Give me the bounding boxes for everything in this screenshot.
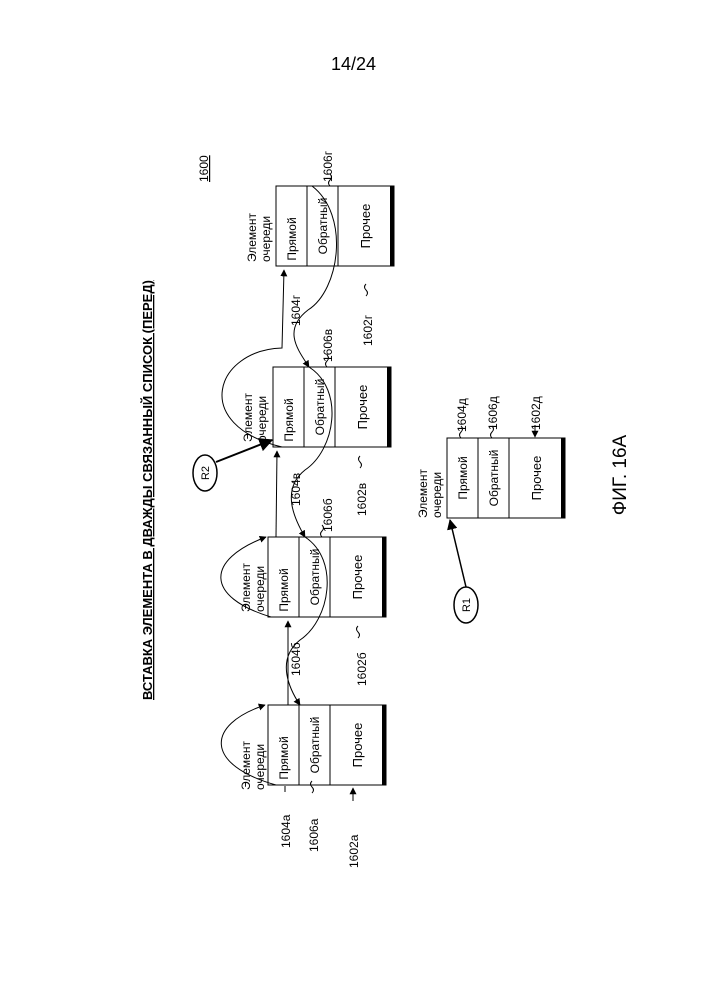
field-other: Прочее	[350, 555, 365, 600]
node-label-line2: очереди	[259, 216, 273, 262]
node-label-line2: очереди	[253, 744, 267, 790]
queue-node-d: Прямой Обратный Прочее Элемент очереди 1…	[416, 396, 565, 518]
field-forward: Прямой	[282, 398, 296, 441]
field-backward: Обратный	[313, 379, 327, 436]
pointer-r2-label: R2	[200, 466, 212, 480]
field-forward: Прямой	[277, 568, 291, 611]
diagram-reference: 1600	[197, 155, 211, 182]
node-label-line2: очереди	[253, 566, 267, 612]
field-other: Прочее	[358, 204, 373, 249]
node-label-line1: Элемент	[245, 213, 259, 262]
pointer-r2: R2	[193, 440, 272, 491]
ref-forward: 1604г	[289, 294, 303, 326]
field-forward: Прямой	[456, 456, 470, 499]
field-backward: Обратный	[308, 717, 322, 774]
ref-backward: 1606a	[307, 818, 321, 852]
ref-other: 1602д	[529, 396, 543, 430]
node-label-line1: Элемент	[239, 741, 253, 790]
field-other: Прочее	[350, 723, 365, 768]
field-backward: Обратный	[487, 450, 501, 507]
queue-node-v: Прямой Обратный Прочее Элемент очереди 1…	[241, 329, 391, 516]
diagram-title: ВСТАВКА ЭЛЕМЕНТА В ДВАЖДЫ СВЯЗАННЫЙ СПИС…	[140, 280, 155, 700]
node-label-line1: Элемент	[416, 469, 430, 518]
figure-label: ФИГ. 16А	[610, 434, 631, 515]
field-backward: Обратный	[308, 549, 322, 606]
queue-node-g: Прямой Обратный Прочее Элемент очереди 1…	[245, 150, 394, 346]
pointer-r1: R1	[450, 520, 478, 623]
field-other: Прочее	[529, 456, 544, 501]
ref-other: 1602a	[347, 834, 361, 868]
field-other: Прочее	[355, 385, 370, 430]
field-forward: Прямой	[285, 217, 299, 260]
ref-forward: 1604б	[289, 642, 303, 676]
ref-backward: 1606г	[321, 150, 335, 182]
ref-backward: 1606д	[486, 396, 500, 430]
node-label-line2: очереди	[430, 472, 444, 518]
pointer-r1-label: R1	[461, 598, 473, 612]
queue-node-b: Прямой Обратный Прочее Элемент очереди 1…	[239, 498, 386, 686]
queue-node-a: Прямой Обратный Прочее Элемент очереди 1…	[239, 705, 386, 868]
ref-other: 1602б	[355, 652, 369, 686]
node-label-line2: очереди	[255, 396, 269, 442]
ref-other: 1602г	[361, 314, 375, 346]
ref-other: 1602в	[355, 483, 369, 516]
field-forward: Прямой	[277, 736, 291, 779]
node-label-line1: Элемент	[241, 393, 255, 442]
ref-forward: 1604a	[279, 814, 293, 848]
